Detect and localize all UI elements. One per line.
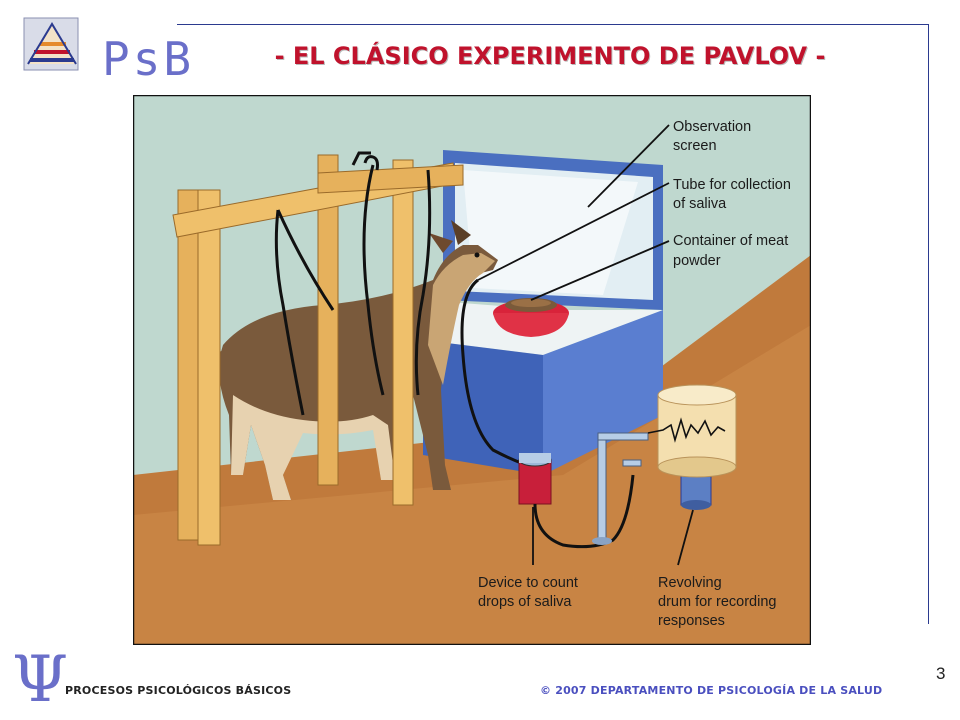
revolving-drum — [647, 384, 737, 510]
response-trace — [647, 417, 726, 443]
harness-straps — [274, 151, 432, 416]
leader-lines — [477, 124, 694, 566]
page-number: 3 — [936, 664, 946, 683]
label-count-device: Device to count drops of saliva — [478, 575, 582, 610]
meat-bowl — [493, 298, 569, 337]
pavlov-experiment-diagram: Observation screen Tube for collection o… — [133, 95, 811, 645]
pyramid-logo-icon — [23, 17, 79, 71]
page-title: - EL CLÁSICO EXPERIMENTO DE PAVLOV - — [274, 42, 826, 70]
wooden-harness-frame — [172, 154, 464, 546]
label-meat-container: Container of meat powder — [673, 233, 792, 269]
label-observation-screen: Observation screen — [673, 119, 755, 154]
footer-course-name: PROCESOS PSICOLÓGICOS BÁSICOS — [65, 684, 292, 697]
footer-copyright: © 2007 DEPARTAMENTO DE PSICOLOGÍA DE LA … — [540, 684, 883, 697]
header-rule — [177, 24, 929, 25]
label-revolving-drum: Revolving drum for recording responses — [658, 575, 781, 629]
right-rule — [928, 24, 929, 624]
figure-border — [133, 95, 811, 645]
logo-text: PsB — [102, 32, 195, 86]
saliva-counter-device — [518, 453, 552, 505]
label-saliva-tube: Tube for collection of saliva — [673, 177, 795, 212]
psb-logo: PsB — [22, 16, 191, 82]
connecting-cable — [533, 474, 635, 549]
table-front — [423, 340, 543, 475]
saliva-tube — [460, 278, 534, 469]
psi-logo-icon: Ψ — [12, 643, 69, 717]
pen-stand — [592, 432, 649, 545]
